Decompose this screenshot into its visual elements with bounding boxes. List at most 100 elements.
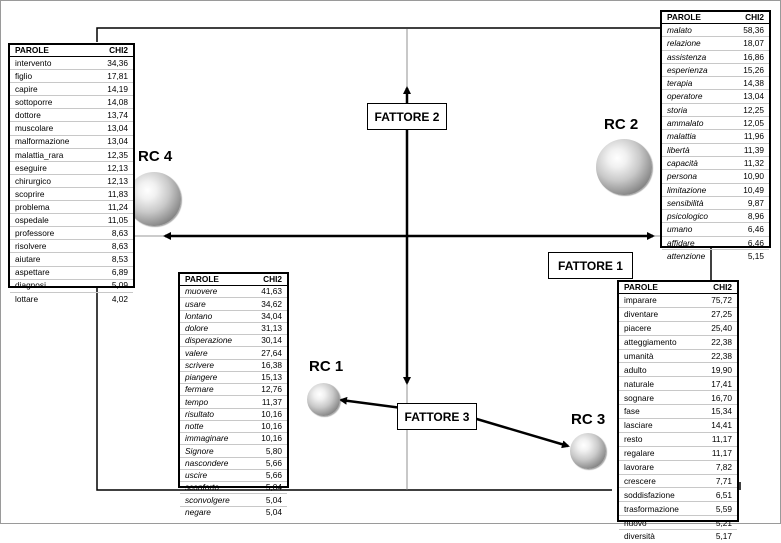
word-cell: malattia_rara — [15, 149, 64, 160]
chi2-cell: 11,96 — [743, 131, 764, 142]
cluster-frame-line-top — [96, 27, 662, 42]
chi2-cell: 8,63 — [111, 228, 128, 239]
factor3-label: FATTORE 3 — [397, 403, 477, 430]
table-row: muovere 41,63 — [180, 286, 287, 299]
word-cell: umanità — [624, 350, 654, 361]
chi2-cell: 13,74 — [107, 110, 128, 121]
word-cell: nascondere — [185, 457, 229, 468]
chi2-cell: 17,41 — [711, 378, 732, 389]
word-cell: eseguire — [15, 162, 47, 173]
word-cell: regalare — [624, 448, 655, 459]
word-cell: operatore — [667, 91, 703, 102]
table-row: nascondere 5,66 — [180, 458, 287, 470]
header-word: PAROLE — [15, 45, 49, 56]
word-cell: professore — [15, 228, 55, 239]
word-cell: lottare — [15, 293, 39, 304]
table-row: professore 8,63 — [10, 227, 133, 241]
chi2-cell: 8,53 — [111, 254, 128, 265]
chi2-cell: 10,49 — [743, 184, 764, 195]
chi2-cell: 22,38 — [711, 350, 732, 361]
chi2-cell: 7,82 — [715, 461, 732, 472]
chi2-cell: 14,19 — [107, 84, 128, 95]
word-cell: soddisfazione — [624, 489, 675, 500]
table-header: PAROLE CHI2 — [180, 274, 287, 286]
table-row: capire 14,19 — [10, 83, 133, 97]
word-cell: persona — [667, 171, 697, 182]
chi2-cell: 13,04 — [107, 123, 128, 134]
word-cell: imparare — [624, 295, 657, 306]
word-cell: fase — [624, 406, 640, 417]
header-chi2: CHI2 — [745, 12, 764, 23]
word-cell: malattia — [667, 131, 697, 142]
chi2-cell: 41,63 — [261, 286, 282, 297]
word-cell: muscolare — [15, 123, 54, 134]
chi2-cell: 58,36 — [743, 25, 764, 35]
chi2-cell: 4,02 — [111, 293, 128, 304]
word-cell: lasciare — [624, 420, 653, 431]
chi2-cell: 5,66 — [265, 457, 282, 468]
word-cell: attenzione — [667, 251, 706, 262]
table-row: muscolare 13,04 — [10, 122, 133, 136]
chi2-cell: 10,16 — [261, 433, 282, 444]
rc1-label: RC 1 — [309, 358, 344, 375]
chi2-cell: 13,04 — [107, 136, 128, 147]
chi2-cell: 5,04 — [265, 506, 282, 517]
word-cell: valere — [185, 347, 208, 358]
word-cell: muovere — [185, 286, 218, 297]
table-row: scoprire 11,83 — [10, 188, 133, 202]
word-cell: affidare — [667, 237, 695, 248]
chi2-cell: 13,04 — [743, 91, 764, 102]
word-cell: assistenza — [667, 51, 707, 62]
chi2-cell: 5,80 — [265, 445, 282, 456]
word-cell: resto — [624, 434, 643, 445]
chi2-cell: 12,25 — [743, 104, 764, 115]
word-cell: figlio — [15, 70, 33, 81]
rc4-sphere — [127, 172, 181, 226]
chi2-cell: 11,83 — [107, 188, 128, 199]
chi2-cell: 7,71 — [715, 475, 732, 486]
word-cell: capire — [15, 84, 38, 95]
chi2-cell: 14,38 — [743, 78, 764, 89]
chi2-cell: 34,62 — [261, 298, 282, 309]
chi2-cell: 5,66 — [265, 470, 282, 481]
chi2-cell: 5,09 — [111, 280, 128, 291]
chi2-cell: 5,04 — [265, 494, 282, 505]
table-row: ospedale 11,05 — [10, 214, 133, 228]
word-cell: diventare — [624, 309, 659, 320]
chi2-cell: 5,04 — [265, 482, 282, 493]
word-cell: notte — [185, 421, 204, 432]
chi2-cell: 11,39 — [743, 144, 764, 155]
word-cell: psicologico — [667, 211, 709, 222]
chi2-cell: 11,37 — [261, 396, 282, 407]
word-cell: scoprire — [15, 188, 45, 199]
chi2-cell: 15,26 — [743, 64, 764, 75]
word-cell: piacere — [624, 323, 652, 334]
word-cell: negare — [185, 506, 211, 517]
word-cell: ospedale — [15, 215, 49, 226]
chi2-cell: 11,05 — [107, 215, 128, 226]
chi2-cell: 5,59 — [715, 503, 732, 514]
